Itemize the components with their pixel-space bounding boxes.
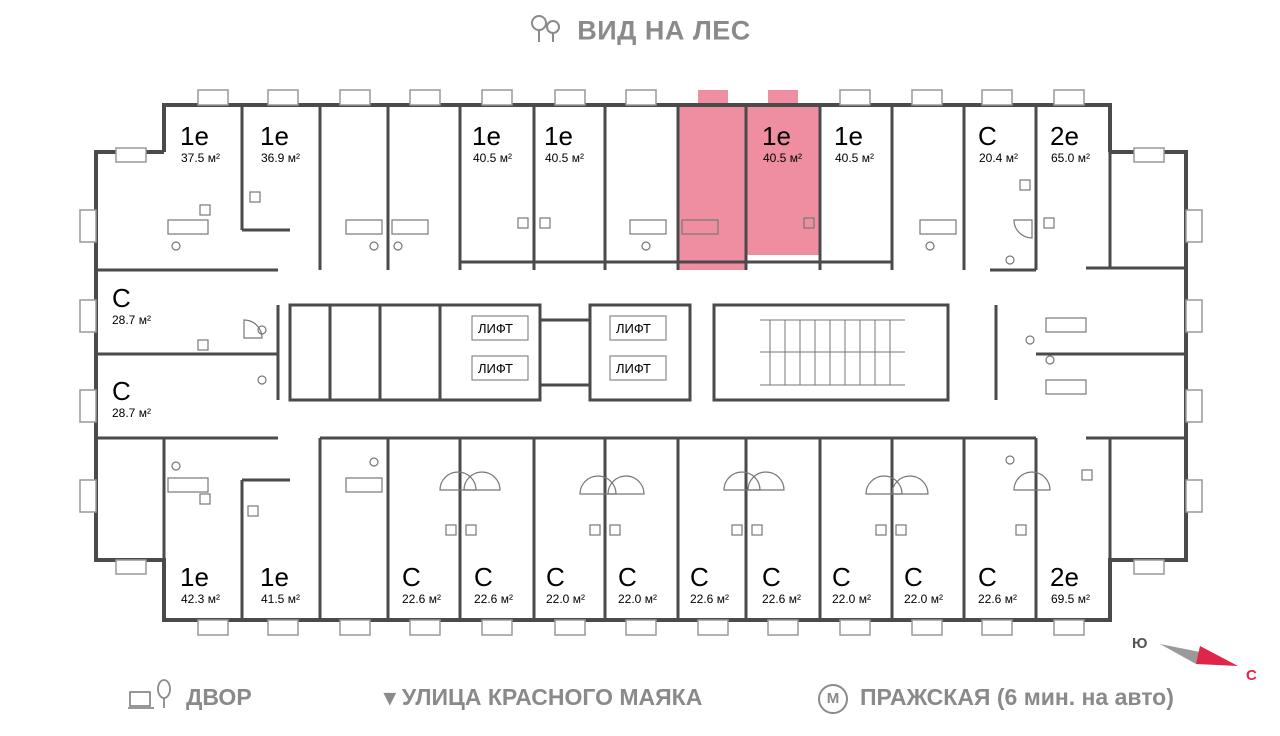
svg-text:22.6 м²: 22.6 м² [402,592,441,606]
compass: Ю С [1132,635,1257,684]
svg-text:1е: 1е [544,121,573,151]
svg-text:1е: 1е [180,562,209,592]
svg-text:22.0 м²: 22.0 м² [618,592,657,606]
lift-label: ЛИФТ [478,361,513,376]
svg-text:41.5 м²: 41.5 м² [261,592,300,606]
trees-icon [529,14,563,51]
lifts: ЛИФТ ЛИФТ ЛИФТ ЛИФТ [471,315,667,381]
svg-text:С: С [112,283,131,313]
svg-text:42.3 м²: 42.3 м² [181,592,220,606]
svg-text:1е: 1е [472,121,501,151]
lift-label: ЛИФТ [478,321,513,336]
svg-text:1е: 1е [834,121,863,151]
svg-text:22.0 м²: 22.0 м² [546,592,585,606]
compass-north-label: С [1246,667,1257,684]
svg-text:22.0 м²: 22.0 м² [832,592,871,606]
apartment-20[interactable]: С22.0 м² [904,562,943,606]
apartment-14[interactable]: С22.6 м² [474,562,513,606]
svg-text:С: С [474,562,493,592]
apartment-21[interactable]: С22.6 м² [978,562,1017,606]
staircase [760,319,905,386]
svg-text:37.5 м²: 37.5 м² [181,151,220,165]
yard-icon [128,678,171,710]
apartment-16[interactable]: С22.0 м² [618,562,657,606]
lift-label: ЛИФТ [616,361,651,376]
selected-apartment-highlight[interactable] [678,90,820,270]
svg-text:1е: 1е [762,121,791,151]
svg-text:С: С [904,562,923,592]
svg-text:22.6 м²: 22.6 м² [978,592,1017,606]
svg-text:22.0 м²: 22.0 м² [904,592,943,606]
svg-text:40.5 м²: 40.5 м² [473,151,512,165]
svg-text:22.6 м²: 22.6 м² [690,592,729,606]
apartment-19[interactable]: С22.0 м² [832,562,871,606]
street-label: ▾ УЛИЦА КРАСНОГО МАЯКА [384,684,703,710]
svg-text:2е: 2е [1050,562,1079,592]
svg-text:28.7 м²: 28.7 м² [112,406,151,420]
svg-text:28.7 м²: 28.7 м² [112,313,151,327]
svg-text:22.6 м²: 22.6 м² [474,592,513,606]
apartment-15[interactable]: С22.0 м² [546,562,585,606]
view-direction-label: ВИД НА ЛЕС [0,14,1280,51]
apartment-10[interactable]: С28.7 м² [112,376,151,420]
svg-text:С: С [546,562,565,592]
svg-text:С: С [690,562,709,592]
svg-text:1е: 1е [260,121,289,151]
apartment-13[interactable]: С22.6 м² [402,562,441,606]
svg-text:С: С [978,562,997,592]
svg-text:1е: 1е [260,562,289,592]
svg-text:36.9 м²: 36.9 м² [261,151,300,165]
svg-text:С: С [762,562,781,592]
metro-label: ПРАЖСКАЯ (6 мин. на авто) [860,684,1174,710]
svg-text:22.6 м²: 22.6 м² [762,592,801,606]
view-label: ВИД НА ЛЕС [577,15,751,46]
yard-label: ДВОР [186,684,252,710]
svg-text:20.4 м²: 20.4 м² [979,151,1018,165]
apartment-7[interactable]: С20.4 м² [978,121,1018,165]
svg-text:С: С [402,562,421,592]
windows [79,89,1203,636]
svg-text:С: С [618,562,637,592]
svg-text:С: С [832,562,851,592]
svg-text:С: С [112,376,131,406]
compass-north-arrow [1196,646,1238,666]
compass-south-arrow [1160,644,1200,664]
apartment-17[interactable]: С22.6 м² [690,562,729,606]
compass-south-label: Ю [1132,635,1147,652]
svg-text:69.5 м²: 69.5 м² [1051,592,1090,606]
svg-text:1е: 1е [180,121,209,151]
svg-text:40.5 м²: 40.5 м² [545,151,584,165]
svg-text:40.5 м²: 40.5 м² [763,151,802,165]
apartment-9[interactable]: С28.7 м² [112,283,151,327]
apartment-18[interactable]: С22.6 м² [762,562,801,606]
svg-text:40.5 м²: 40.5 м² [835,151,874,165]
interior-walls [96,105,1186,620]
svg-text:65.0 м²: 65.0 м² [1051,151,1090,165]
lift-label: ЛИФТ [616,321,651,336]
bathroom-fixtures [167,179,1093,536]
svg-text:С: С [978,121,997,151]
metro-icon: М [818,684,848,714]
svg-text:2е: 2е [1050,121,1079,151]
